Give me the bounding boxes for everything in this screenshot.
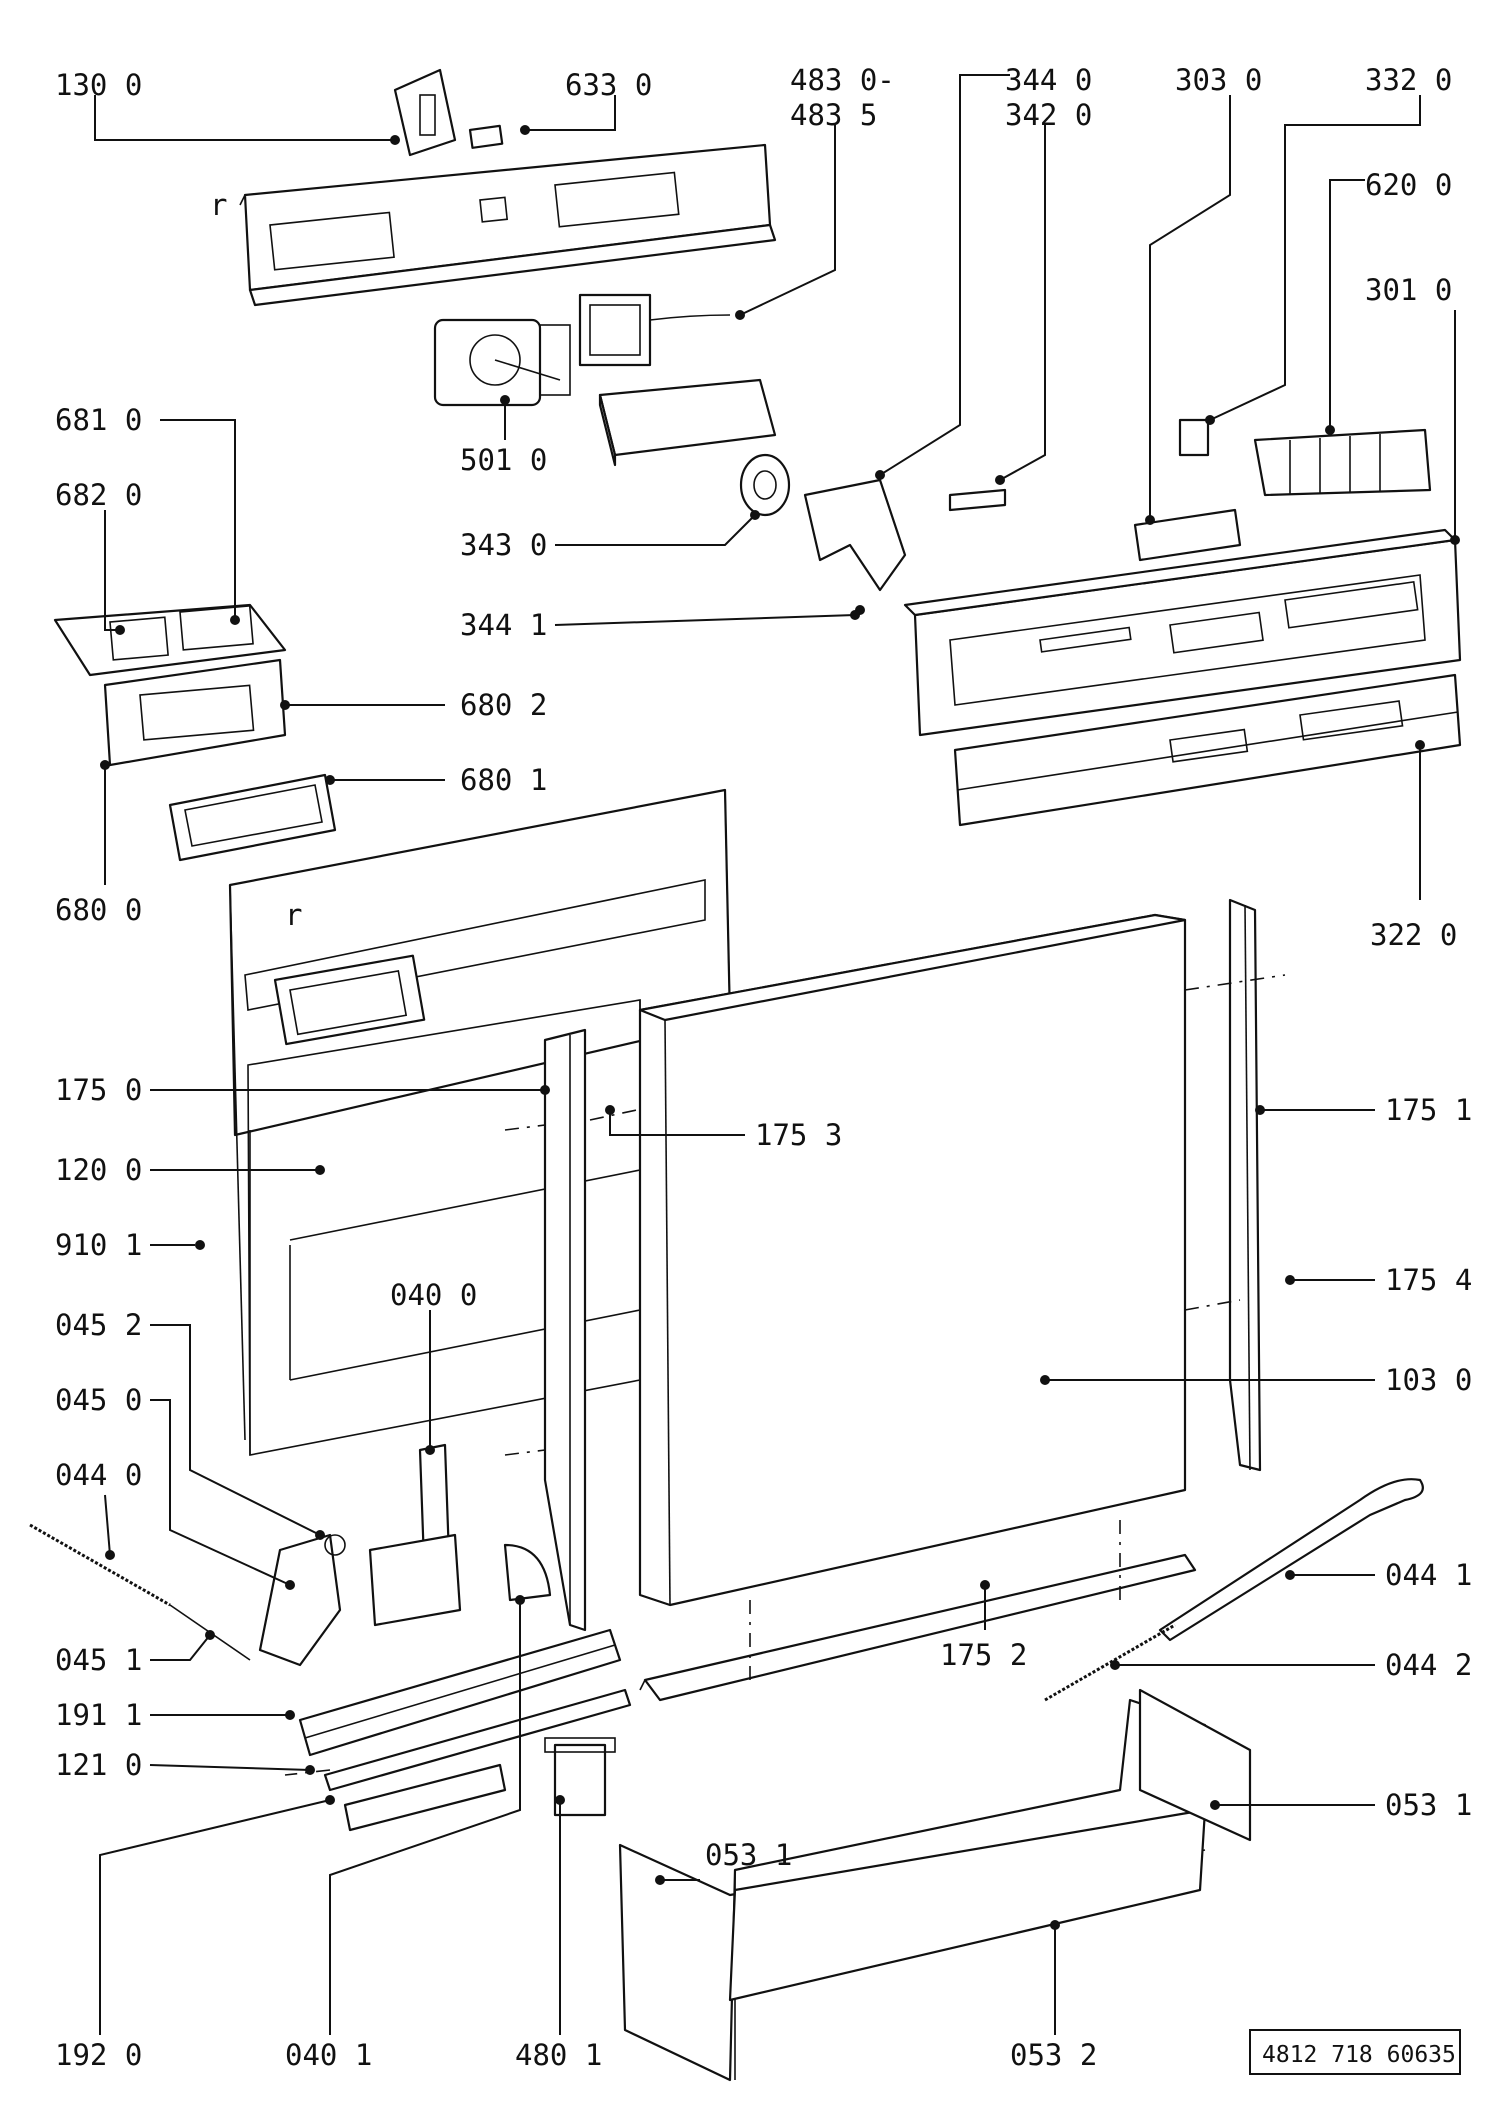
callout-121-0: 121 0 bbox=[55, 1748, 142, 1782]
outer-door-panel bbox=[638, 913, 1187, 1607]
callout-620-0: 620 0 bbox=[1365, 168, 1452, 202]
callout-343-0: 343 0 bbox=[460, 528, 547, 562]
detergent-dispenser bbox=[53, 603, 287, 767]
callout-681-0: 681 0 bbox=[55, 403, 142, 437]
callout-130-0: 130 0 bbox=[55, 68, 142, 102]
inner-door-frame bbox=[228, 788, 732, 1456]
lower-rail-192 bbox=[343, 1763, 507, 1832]
callout-322-0: 322 0 bbox=[1370, 918, 1457, 952]
callout-332-0: 332 0 bbox=[1365, 63, 1452, 97]
timer-motor bbox=[433, 318, 571, 407]
hinge-arm-045 bbox=[258, 1533, 346, 1667]
lever-spring bbox=[948, 488, 1007, 512]
bottom-strip bbox=[639, 1553, 1197, 1702]
callout-680-0: 680 0 bbox=[55, 893, 142, 927]
callout-044-2: 044 2 bbox=[1385, 1648, 1472, 1682]
callout-045-0: 045 0 bbox=[55, 1383, 142, 1417]
reference-number-box: 4812 718 60635 bbox=[1249, 2029, 1461, 2075]
callout-483-0: 483 0- bbox=[790, 63, 895, 97]
callout-053-1-right: 053 1 bbox=[1385, 1788, 1472, 1822]
callout-leaders bbox=[94, 74, 1460, 2035]
reference-number: 4812 718 60635 bbox=[1262, 2042, 1456, 2068]
callout-301-0: 301 0 bbox=[1365, 273, 1452, 307]
lower-trim-191 bbox=[298, 1628, 622, 1757]
side-mark-top: r bbox=[210, 188, 227, 222]
door-lever bbox=[803, 478, 907, 592]
callout-192-0: 192 0 bbox=[55, 2038, 142, 2072]
control-panel bbox=[903, 528, 1462, 737]
top-mounting-bracket bbox=[239, 143, 777, 307]
hinge-bracket-040 bbox=[368, 1443, 462, 1627]
callout-483-5: 483 5 bbox=[790, 98, 877, 132]
hinge-cover-040-1 bbox=[503, 1543, 552, 1602]
callout-175-0: 175 0 bbox=[55, 1073, 142, 1107]
side-trim-right bbox=[1228, 898, 1262, 1472]
callout-040-0: 040 0 bbox=[390, 1278, 477, 1312]
callout-044-0: 044 0 bbox=[55, 1458, 142, 1492]
callout-680-2: 680 2 bbox=[460, 688, 547, 722]
callout-labels: 130 0 633 0 483 0- 483 5 344 0 342 0 303… bbox=[55, 63, 1472, 2072]
lower-strip-121 bbox=[323, 1688, 632, 1792]
callout-480-1: 480 1 bbox=[515, 2038, 602, 2072]
spring-044-2 bbox=[1044, 1623, 1176, 1702]
callout-633-0: 633 0 bbox=[565, 68, 652, 102]
callout-175-2: 175 2 bbox=[940, 1638, 1027, 1672]
callout-344-0: 344 0 bbox=[1005, 63, 1092, 97]
callout-303-0: 303 0 bbox=[1175, 63, 1262, 97]
knob-ring bbox=[739, 453, 791, 517]
callout-191-1: 191 1 bbox=[55, 1698, 142, 1732]
callout-175-4: 175 4 bbox=[1385, 1263, 1472, 1297]
plinth-side-right bbox=[1138, 1688, 1252, 1842]
switch-332 bbox=[1178, 418, 1210, 457]
front-panel bbox=[953, 673, 1462, 827]
callout-175-1: 175 1 bbox=[1385, 1093, 1472, 1127]
callout-175-3: 175 3 bbox=[755, 1118, 842, 1152]
callout-044-1: 044 1 bbox=[1385, 1558, 1472, 1592]
callout-040-1: 040 1 bbox=[285, 2038, 372, 2072]
callout-501-0: 501 0 bbox=[460, 443, 547, 477]
callout-680-1: 680 1 bbox=[460, 763, 547, 797]
callout-103-0: 103 0 bbox=[1385, 1363, 1472, 1397]
callout-053-2: 053 2 bbox=[1010, 2038, 1097, 2072]
top-bracket-clip bbox=[393, 68, 457, 157]
timer-housing-bracket bbox=[598, 378, 777, 467]
switch-bank-620 bbox=[1253, 428, 1432, 497]
callout-053-1-left: 053 1 bbox=[705, 1838, 792, 1872]
callout-045-1: 045 1 bbox=[55, 1643, 142, 1677]
small-clip-part bbox=[468, 124, 504, 149]
dispenser-seal bbox=[168, 773, 337, 862]
callout-910-1: 910 1 bbox=[55, 1228, 142, 1262]
callout-342-0: 342 0 bbox=[1005, 98, 1092, 132]
spring-044-0 bbox=[29, 1523, 251, 1661]
side-mark-frame: r bbox=[285, 898, 302, 932]
callout-682-0: 682 0 bbox=[55, 478, 142, 512]
display-window-303 bbox=[1133, 508, 1242, 562]
rod-044-1 bbox=[1158, 1478, 1424, 1642]
side-trim-left bbox=[543, 1028, 587, 1632]
callout-045-2: 045 2 bbox=[55, 1308, 142, 1342]
wiring-connector bbox=[578, 293, 731, 367]
plinth-front bbox=[618, 1698, 1207, 2082]
callout-120-0: 120 0 bbox=[55, 1153, 142, 1187]
callout-344-1: 344 1 bbox=[460, 608, 547, 642]
latch-480 bbox=[544, 1737, 616, 1817]
